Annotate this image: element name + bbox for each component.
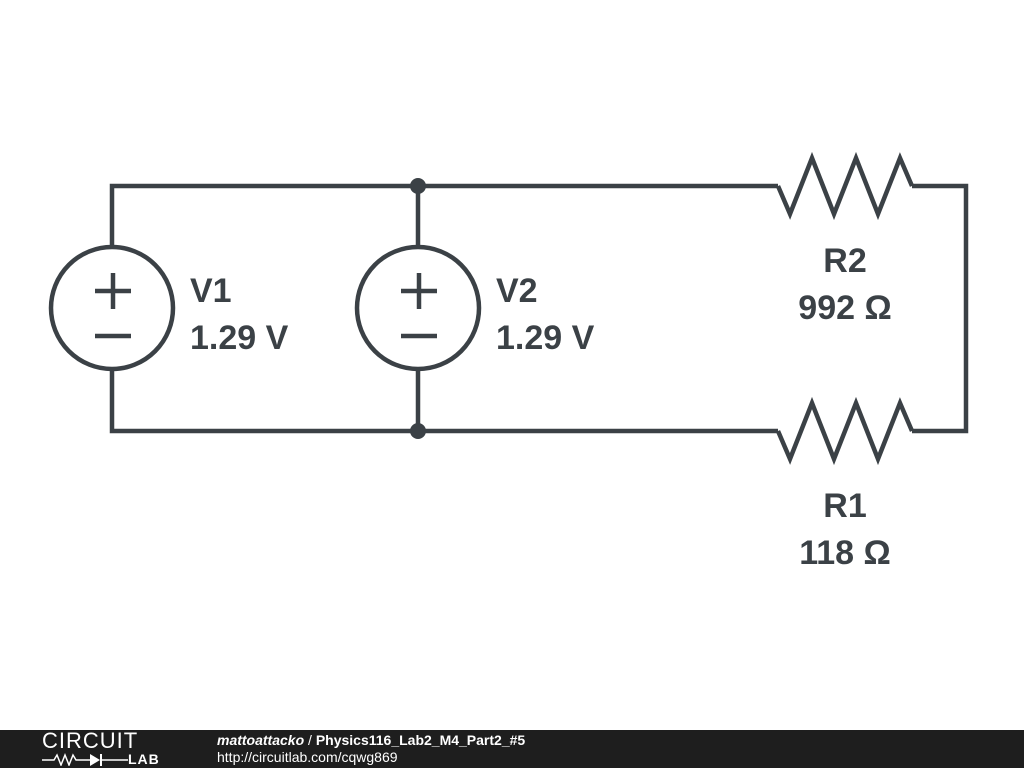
circuit-url-link[interactable]: http://circuitlab.com/cqwg869 bbox=[217, 749, 398, 765]
junction-bottom bbox=[410, 423, 426, 439]
v2-value-label: 1.29 V bbox=[496, 319, 595, 357]
v2-name-label: V2 bbox=[496, 272, 538, 310]
circuit-attribution: mattoattacko / Physics116_Lab2_M4_Part2_… bbox=[217, 732, 525, 748]
wire-right bbox=[912, 183, 969, 434]
resistor-r1[interactable]: R1 118 Ω bbox=[775, 396, 915, 572]
circuitlab-logo[interactable]: CIRCUIT LAB bbox=[42, 730, 182, 768]
footer-bar: CIRCUIT LAB mattoattacko / Physics116_La… bbox=[0, 730, 1024, 768]
logo-text-circuit: CIRCUIT bbox=[42, 730, 139, 753]
schematic-canvas[interactable]: V1 1.29 V V2 1.29 V R2 992 Ω R1 118 Ω bbox=[0, 0, 1024, 730]
wire-bottom bbox=[109, 370, 778, 434]
voltage-source-v1-body bbox=[48, 244, 176, 372]
circuit-schematic: V1 1.29 V V2 1.29 V R2 992 Ω R1 118 Ω bbox=[48, 151, 969, 572]
voltage-source-v1[interactable]: V1 1.29 V bbox=[48, 244, 289, 372]
r1-value-label: 118 Ω bbox=[799, 534, 891, 572]
attribution-separator: / bbox=[304, 732, 316, 748]
junction-top bbox=[410, 178, 426, 194]
r2-name-label: R2 bbox=[823, 242, 866, 280]
resistor-r2[interactable]: R2 992 Ω bbox=[775, 151, 915, 327]
author-link[interactable]: mattoattacko bbox=[217, 732, 305, 748]
v1-name-label: V1 bbox=[190, 272, 232, 310]
circuit-title[interactable]: Physics116_Lab2_M4_Part2_#5 bbox=[315, 732, 526, 748]
r1-name-label: R1 bbox=[823, 487, 866, 525]
v1-value-label: 1.29 V bbox=[190, 319, 289, 357]
wires bbox=[109, 183, 969, 434]
resistor-r1-zigzag bbox=[775, 396, 915, 466]
logo-text-lab: LAB bbox=[128, 751, 160, 767]
r2-value-label: 992 Ω bbox=[798, 289, 891, 327]
logo-resistor-diode-icon bbox=[42, 752, 128, 766]
resistor-r2-zigzag bbox=[775, 151, 915, 221]
wire-top bbox=[109, 183, 778, 247]
voltage-source-v2[interactable]: V2 1.29 V bbox=[354, 244, 595, 372]
voltage-source-v2-body bbox=[354, 244, 482, 372]
